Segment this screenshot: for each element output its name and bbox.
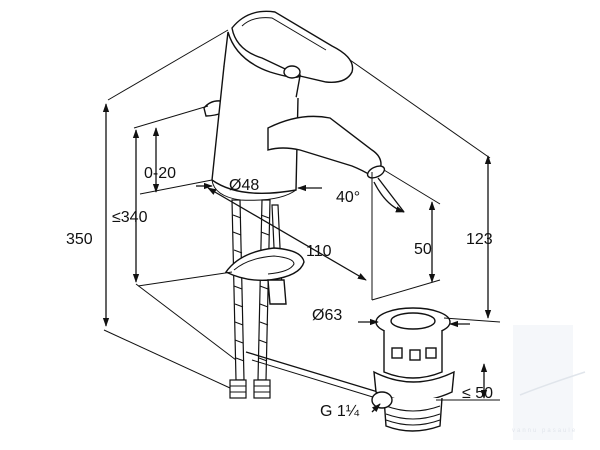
dimension-label-thread: G 1¼ [320,403,360,420]
dimension-label-350: 350 [66,231,93,248]
dimension-label-waste-50: ≤ 50 [462,385,493,402]
dimension-label-diameter-48: Ø48 [229,177,259,194]
dimension-lines [102,29,501,413]
dimension-label-110: 110 [306,243,332,260]
dimension-label-0-20: 0-20 [144,165,176,182]
dimension-label-diameter-63: Ø63 [312,307,342,324]
watermark-text: vannu pasaule [512,428,577,434]
dimension-label-340: ≤340 [112,209,148,226]
faucet-body [203,10,386,201]
pop-up-linkage-lower [251,359,377,399]
watermark-logo: vannu pasaule [512,325,586,440]
dimension-label-50: 50 [414,241,432,258]
waste-fitting [371,307,455,432]
dimension-label-123: 123 [466,231,493,248]
dimension-label-angle-40: 40° [336,189,360,206]
pop-up-linkage [245,351,379,393]
